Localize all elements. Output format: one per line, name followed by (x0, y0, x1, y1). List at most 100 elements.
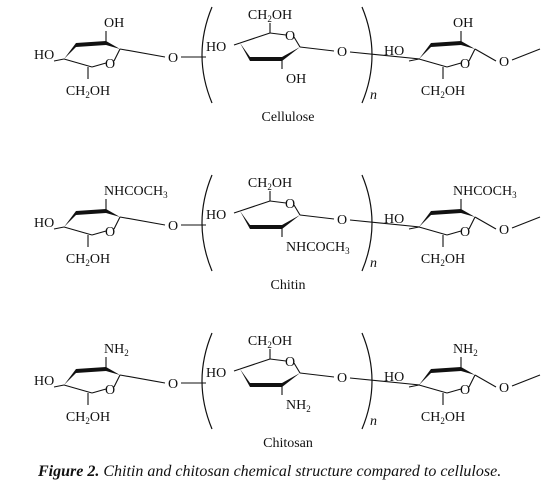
terminal-oxygen-label: O (499, 55, 509, 70)
ring-bond (91, 388, 107, 394)
ring-bold-bond (250, 225, 282, 229)
top-substituent-label: NH2 (104, 342, 129, 358)
bottom-substituent-label: OH (286, 72, 306, 87)
right-bracket (361, 6, 373, 104)
top-substituent-label: NH2 (453, 342, 478, 358)
ring-bond (446, 62, 462, 68)
ring-wedge-bond (419, 211, 431, 227)
glycosidic-bond (119, 374, 166, 384)
ring-oxygen-label: O (460, 225, 470, 240)
ring-bond (91, 62, 107, 68)
glycosidic-oxygen-label: O (337, 371, 347, 386)
left-hydroxyl-label: HO (206, 366, 226, 381)
terminal-oxygen-label: O (499, 223, 509, 238)
ring-bond (239, 32, 271, 44)
ring-bond (113, 374, 121, 388)
left-hydroxyl-label: HO (384, 370, 404, 385)
bottom-substituent-label: CH2OH (66, 410, 110, 426)
terminal-bond (53, 226, 65, 230)
caption-label: Figure 2. (38, 463, 100, 480)
bottom-substituent-label: CH2OH (421, 252, 465, 268)
ring-wedge-bond (106, 367, 120, 375)
ring-bond (63, 58, 93, 68)
top-substituent-label: NHCOCH3 (104, 184, 168, 200)
ring-bond (269, 32, 287, 36)
ring-bond (468, 48, 476, 62)
glycosidic-oxygen-label: O (168, 51, 178, 66)
ring-bold-bond (76, 41, 106, 47)
repeat-count-label: n (370, 256, 377, 271)
left-hydroxyl-label: HO (34, 374, 54, 389)
glycosidic-bond (349, 219, 421, 228)
figure-caption: Figure 2. Chitin and chitosan chemical s… (38, 463, 548, 481)
ring-wedge-bond (419, 43, 431, 59)
left-hydroxyl-label: HO (34, 216, 54, 231)
left-bracket (201, 174, 213, 272)
terminal-bond (53, 384, 65, 388)
bottom-substituent-label: NH2 (286, 398, 311, 414)
ring-bond (418, 58, 448, 68)
glycosidic-bond (474, 216, 497, 230)
ring-wedge-bond (419, 369, 431, 385)
ring-wedge-bond (64, 211, 76, 227)
ring-wedge-bond (240, 211, 250, 229)
left-hydroxyl-label: HO (384, 44, 404, 59)
repeat-count-label: n (370, 414, 377, 429)
ring-bond (113, 48, 121, 62)
ring-oxygen-label: O (105, 225, 115, 240)
ring-wedge-bond (106, 41, 120, 49)
top-substituent-label: CH2OH (248, 334, 292, 350)
ring-bond (293, 36, 301, 48)
ring-wedge-bond (240, 43, 250, 61)
glycosidic-oxygen-label: O (168, 377, 178, 392)
glycosidic-bond (119, 48, 166, 58)
ring-oxygen-label: O (105, 57, 115, 72)
ring-bold-bond (76, 209, 106, 215)
substituent-bond (233, 210, 241, 214)
glycosidic-bond (299, 372, 335, 378)
bottom-substituent-label: CH2OH (66, 252, 110, 268)
left-hydroxyl-label: HO (206, 40, 226, 55)
glycosidic-oxygen-label: O (337, 45, 347, 60)
ring-bond (446, 388, 462, 394)
ring-bold-bond (250, 57, 282, 61)
ring-wedge-bond (282, 47, 300, 61)
ring-bold-bond (431, 209, 461, 215)
ring-bond (113, 216, 121, 230)
bottom-substituent-label: CH2OH (66, 84, 110, 100)
bottom-substituent-label: CH2OH (421, 410, 465, 426)
ring-bond (468, 374, 476, 388)
top-substituent-label: CH2OH (248, 176, 292, 192)
glycosidic-oxygen-label: O (168, 219, 178, 234)
ring-oxygen-label: O (285, 29, 295, 44)
left-hydroxyl-label: HO (384, 212, 404, 227)
terminal-bond (408, 58, 420, 62)
substituent-bond (233, 42, 241, 46)
ring-bold-bond (431, 367, 461, 373)
ring-wedge-bond (461, 41, 475, 49)
terminal-bond (53, 58, 65, 62)
polymer-name-label: Chitosan (263, 436, 313, 451)
glycosidic-oxygen-label: O (337, 213, 347, 228)
bottom-substituent-label: CH2OH (421, 84, 465, 100)
top-substituent-label: OH (453, 16, 473, 31)
ring-bond (63, 226, 93, 236)
ring-bond (91, 230, 107, 236)
ring-bold-bond (431, 41, 461, 47)
ring-bond (239, 200, 271, 212)
ring-wedge-bond (64, 43, 76, 59)
ring-bond (418, 226, 448, 236)
ring-wedge-bond (461, 209, 475, 217)
caption-text: Chitin and chitosan chemical structure c… (99, 463, 502, 480)
terminal-bond (511, 374, 541, 387)
bottom-substituent-label: NHCOCH3 (286, 240, 350, 256)
